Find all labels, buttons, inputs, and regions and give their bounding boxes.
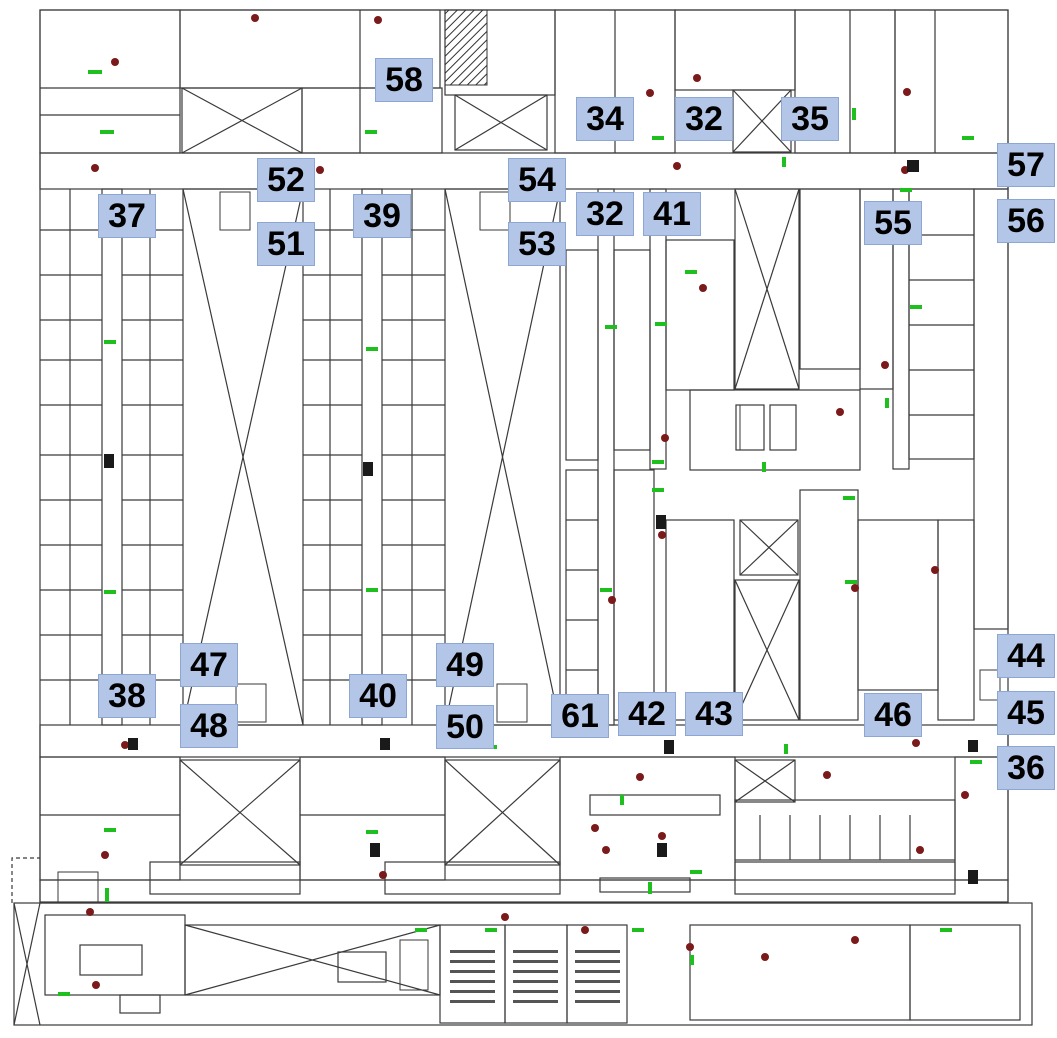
room-label-61: 61 [551,694,609,738]
room-label-56: 56 [997,199,1055,243]
rooms-annex [13,902,1021,1026]
wing-corridor-39 [361,188,383,726]
room-label-32-east: 32 [576,192,634,236]
rooms-east-block [565,188,1009,721]
fixture-markers [86,14,969,989]
wing-corridor-37 [101,188,123,726]
room-label-58: 58 [375,58,433,102]
room-label-51: 51 [257,222,315,266]
light-well-west [182,188,304,726]
room-label-47: 47 [180,643,238,687]
room-label-32: 32 [675,97,733,141]
door-markers [58,70,982,996]
lecture-seating [450,950,620,1003]
stairs [57,191,1001,991]
room-label-39: 39 [353,194,411,238]
room-label-40: 40 [349,674,407,718]
room-label-38: 38 [98,674,156,718]
rooms-south [39,756,1009,895]
room-label-44: 44 [997,634,1055,678]
rooms-center-wing [303,189,445,725]
room-label-41: 41 [643,192,701,236]
room-label-55: 55 [864,201,922,245]
light-well-east-upper [734,188,800,390]
bottom-corridor [39,879,1009,903]
building-outline [39,9,1009,904]
room-label-37: 37 [98,194,156,238]
shaft-east-mid [739,519,799,576]
rooms-north [39,9,1009,154]
room-label-36: 36 [997,746,1055,790]
room-label-54: 54 [508,158,566,202]
room-label-52: 52 [257,158,315,202]
room-label-49: 49 [436,643,494,687]
room-label-46: 46 [864,693,922,737]
equipment-markers [104,160,978,884]
room-label-34: 34 [576,97,634,141]
room-label-57: 57 [997,143,1055,187]
wing-corridor-32 [597,188,615,726]
room-label-45: 45 [997,691,1055,735]
room-label-53: 53 [508,222,566,266]
room-label-48: 48 [180,704,238,748]
room-label-43: 43 [685,692,743,736]
hatched-area [444,9,488,86]
light-well-center [444,188,561,726]
room-label-42: 42 [618,692,676,736]
room-label-35: 35 [781,97,839,141]
dashed-annex-edge [11,857,40,903]
room-label-50: 50 [436,705,494,749]
rooms-west-wing [40,189,183,725]
light-well-east-lower [734,579,800,721]
annex-outline [13,902,1033,1026]
